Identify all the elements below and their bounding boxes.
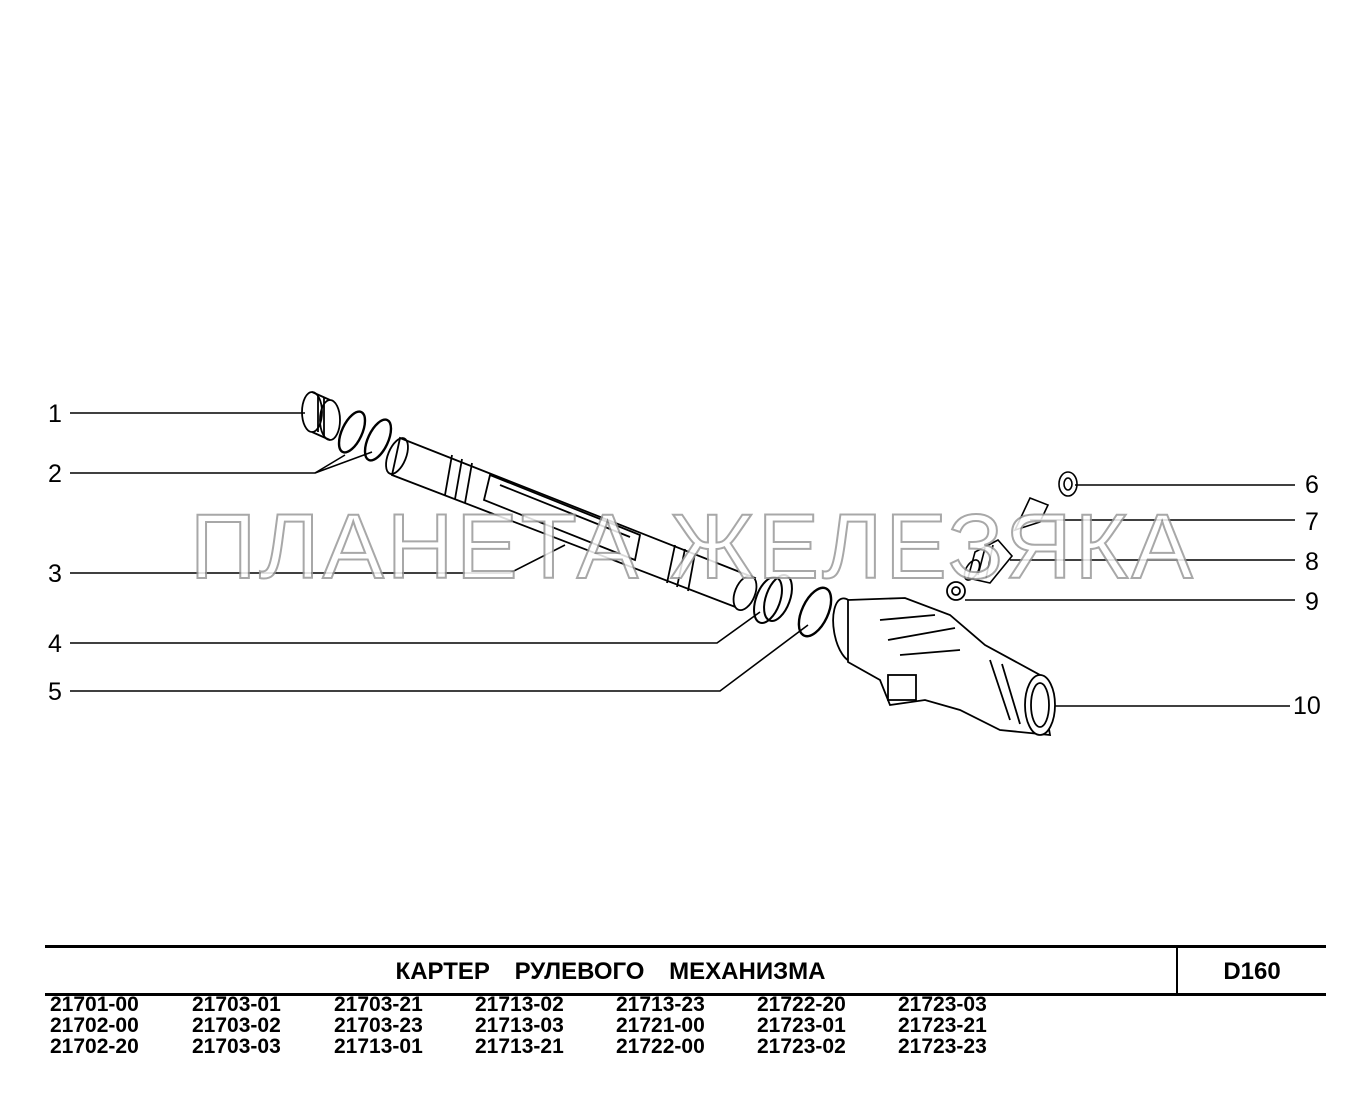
threaded-ring-part — [753, 574, 793, 624]
callout-6: 6 — [1305, 471, 1319, 499]
small-bushing-part — [946, 581, 966, 601]
model-column: 21701-00 21702-00 21702-20 — [50, 994, 190, 1057]
callout-3: 3 — [48, 560, 62, 588]
o-ring-part — [337, 410, 367, 454]
callout-1: 1 — [48, 400, 62, 428]
callout-9: 9 — [1305, 588, 1319, 616]
parts-diagram — [70, 391, 1295, 737]
leader-5 — [70, 624, 809, 692]
sleeve-part — [963, 538, 1014, 584]
model-code: 21702-00 — [50, 1014, 139, 1037]
model-column: 21722-20 21723-01 21723-02 — [757, 994, 897, 1057]
callout-2: 2 — [48, 460, 62, 488]
callout-7: 7 — [1305, 508, 1319, 536]
model-column: 21713-23 21721-00 21722-00 — [616, 994, 756, 1057]
model-code: 21723-23 — [898, 1035, 987, 1058]
clip-plate-part — [1013, 496, 1050, 532]
diagram-code: D160 — [1223, 958, 1281, 985]
model-code: 21721-00 — [616, 1014, 705, 1037]
model-code: 21723-02 — [757, 1035, 846, 1058]
leader-2 — [70, 454, 346, 474]
model-code: 21703-23 — [334, 1014, 423, 1037]
model-column: 21713-02 21713-03 21713-21 — [475, 994, 615, 1057]
model-code: 21722-00 — [616, 1035, 705, 1058]
model-code: 21703-01 — [192, 993, 281, 1016]
bushing-part — [301, 391, 341, 441]
model-code: 21722-20 — [757, 993, 846, 1016]
diagram-title: КАРТЕР РУЛЕВОГО МЕХАНИЗМА — [45, 948, 1178, 993]
callout-4: 4 — [48, 630, 62, 658]
model-code: 21723-03 — [898, 993, 987, 1016]
leader-3 — [70, 544, 566, 574]
callout-8: 8 — [1305, 548, 1319, 576]
model-code: 21701-00 — [50, 993, 139, 1016]
model-code: 21713-01 — [334, 1035, 423, 1058]
leader-4 — [70, 611, 761, 644]
leader-2b — [314, 451, 373, 474]
model-code: 21703-02 — [192, 1014, 281, 1037]
model-code: 21713-23 — [616, 993, 705, 1016]
tube-housing-part — [385, 436, 758, 612]
model-column: 21703-21 21703-23 21713-01 — [334, 994, 474, 1057]
model-code: 21702-20 — [50, 1035, 139, 1058]
watermark: ПЛАНЕТА ЖЕЛЕЗЯКА — [189, 495, 1196, 599]
model-code: 21723-01 — [757, 1014, 846, 1037]
model-code: 21713-02 — [475, 993, 564, 1016]
model-code: 21703-21 — [334, 993, 423, 1016]
model-code: 21713-03 — [475, 1014, 564, 1037]
o-ring-part-2 — [363, 418, 393, 462]
gear-housing-part — [832, 597, 1056, 737]
model-column: 21703-01 21703-02 21703-03 — [192, 994, 332, 1057]
model-code: 21703-03 — [192, 1035, 281, 1058]
title-block: КАРТЕР РУЛЕВОГО МЕХАНИЗМА D160 — [45, 945, 1326, 996]
callout-10: 10 — [1293, 692, 1321, 720]
model-code: 21713-21 — [475, 1035, 564, 1058]
large-o-ring-part — [797, 586, 833, 638]
model-code: 21723-21 — [898, 1014, 987, 1037]
model-column: 21723-03 21723-21 21723-23 — [898, 994, 1038, 1057]
callout-5: 5 — [48, 678, 62, 706]
lock-washer-part — [1058, 471, 1078, 497]
